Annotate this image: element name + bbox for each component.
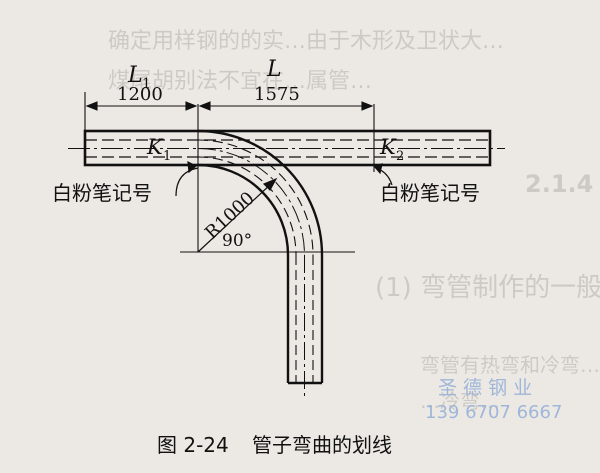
leader-right-head — [372, 163, 383, 175]
radius-line — [197, 182, 273, 253]
bend-hidden-outer — [197, 139, 314, 256]
radius-arrowhead — [262, 177, 278, 191]
radius-indicator — [197, 177, 278, 253]
dimension-labels: L 1 1200 L 1575 — [117, 57, 300, 105]
dim-arrow-l1-right — [185, 101, 198, 111]
label-l1: L — [127, 63, 143, 88]
dim-arrow-l-right — [361, 101, 374, 111]
bend-outer-wall — [197, 129, 324, 256]
bleed-heading-num: 2.1.4 — [525, 170, 593, 198]
watermark: 圣 德 钢 业 139 6707 6667 — [425, 377, 562, 423]
bend-inner-wall — [197, 163, 290, 256]
horizontal-pipe — [68, 129, 505, 167]
chalk-mark-left-label: 白粉笔记号 — [52, 181, 152, 205]
bleed-heading-2: (1) 弯管制作的一般要求 — [375, 273, 600, 303]
bleed-through-text: 确定用样钢的的实…由于木形及卫状大… 煤尾胡别法不宜在…属管… 2.1.4 (1… — [108, 29, 600, 413]
figure-number: 图 2-24 — [157, 433, 229, 457]
angle-label: 90° — [222, 231, 252, 251]
bleed-body-1: 弯管有热弯和冷弯…前者在弯曲时… — [420, 353, 600, 377]
value-l1: 1200 — [117, 84, 163, 105]
value-l: 1575 — [254, 84, 300, 105]
construction-lines — [84, 92, 375, 253]
vertical-pipe — [286, 255, 324, 398]
label-l1-sub: 1 — [142, 76, 151, 92]
chalk-mark-right-label: 白粉笔记号 — [380, 181, 480, 205]
dimension-lines — [85, 101, 374, 111]
label-k1: K — [146, 135, 164, 159]
leader-left — [175, 167, 199, 197]
bleed-body-2: …冷弯… — [420, 389, 500, 413]
label-k1-sub: 1 — [163, 149, 171, 164]
bleed-line-1: 确定用样钢的的实…由于木形及卫状大… — [108, 29, 504, 54]
dim-arrow-l-left — [198, 101, 211, 111]
watermark-company: 圣 德 钢 业 — [438, 377, 532, 399]
label-k2-sub: 2 — [396, 149, 404, 164]
dim-arrow-l1-left — [85, 101, 98, 111]
leader-arrows — [175, 160, 393, 197]
label-k2: K — [379, 135, 397, 159]
watermark-phone: 139 6707 6667 — [425, 402, 562, 423]
figure-caption: 图 2-24 管子弯曲的划线 — [157, 433, 392, 457]
bend-centerline — [197, 148, 305, 256]
bleed-line-2: 煤尾胡别法不宜在…属管… — [108, 69, 372, 94]
label-l: L — [266, 57, 282, 82]
leader-left-head — [187, 160, 198, 174]
mark-labels: K 1 K 2 白粉笔记号 白粉笔记号 — [52, 135, 480, 205]
figure-title: 管子弯曲的划线 — [252, 433, 392, 457]
